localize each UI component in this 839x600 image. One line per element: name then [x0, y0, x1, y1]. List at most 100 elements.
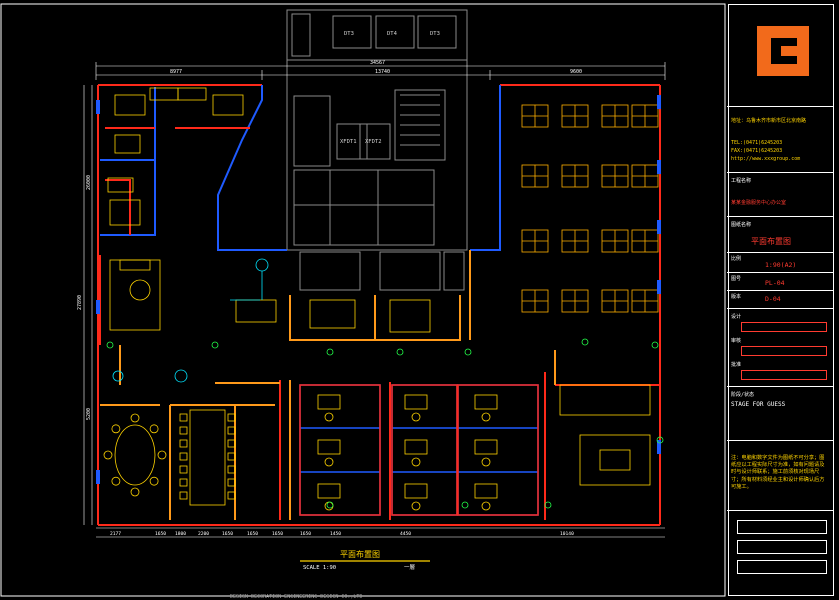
office-desk — [474, 439, 498, 455]
scale-value: 1:90(A2) — [765, 261, 797, 269]
office-desk — [317, 483, 341, 499]
plant-marker — [326, 501, 334, 509]
bottom-dim-label: 2200 — [198, 531, 209, 537]
office-chair — [481, 412, 491, 422]
office-chair — [481, 457, 491, 467]
dim-left-part-1: 26000 — [86, 175, 92, 190]
meeting-chair — [179, 413, 188, 422]
meeting-chair — [227, 465, 236, 474]
round-table-chair — [157, 450, 167, 460]
building-core — [286, 9, 468, 291]
orange-partitions — [100, 250, 556, 520]
scale-label: 比例 — [731, 256, 742, 262]
bottom-dim-label: 1450 — [330, 531, 341, 537]
designer-field — [741, 322, 827, 332]
office-chair — [324, 412, 334, 422]
plant-marker — [651, 341, 659, 349]
drawing-note: 注：电脑和数字文件为图纸不可分享；图纸应以工程实际尺寸为准，如有问题请及时与设计… — [731, 455, 825, 490]
checker-field — [741, 346, 827, 356]
floor-plan-drawing: DT3 DT4 DT3 XFDT1 XFDT2 34567 8977 13740… — [0, 3, 726, 600]
office-chair — [411, 457, 421, 467]
stair-dt3-label: DT3 — [344, 31, 354, 37]
office-desk — [317, 439, 341, 455]
plant-marker — [396, 348, 404, 356]
office-desk — [404, 483, 428, 499]
stair-xfdt1-label: XFDT1 — [340, 139, 357, 145]
bottom-dim-label: 1650 — [272, 531, 283, 537]
plant-marker — [106, 341, 114, 349]
office-chair — [411, 412, 421, 422]
office-chair — [324, 501, 334, 511]
meeting-chair — [179, 465, 188, 474]
office-partitions — [299, 384, 539, 516]
plant-marker — [544, 501, 552, 509]
stamp-field-3 — [737, 560, 827, 574]
drawing-name-label: 图纸名称 — [731, 222, 752, 228]
meeting-chair — [179, 478, 188, 487]
exterior-walls — [97, 84, 661, 526]
plant-marker — [581, 338, 589, 346]
dimension-lines — [83, 62, 666, 538]
bottom-dim-label: 10140 — [560, 531, 574, 537]
bottom-dim-label: 1800 — [175, 531, 186, 537]
drawing-title-block: 平面布置图 SCALE 1:90 一層 DESIGN DECORATION EN… — [230, 549, 430, 600]
meeting-chair — [227, 426, 236, 435]
project-name: 某某金融服务中心办公室 — [731, 200, 787, 206]
company-logo-icon — [757, 26, 809, 76]
sheet-label: 图号 — [731, 276, 742, 282]
bottom-dim-label: 1650 — [155, 531, 166, 537]
office-desk — [404, 439, 428, 455]
meeting-chair — [179, 491, 188, 500]
window-columns — [96, 95, 661, 484]
company-fax: FAX:(0471)6245203 — [731, 148, 783, 154]
meeting-chair — [227, 452, 236, 461]
rev-label: 版本 — [731, 294, 742, 300]
round-table-chair — [103, 450, 113, 460]
stage-label: 阶段/状态 — [731, 392, 755, 398]
rev-value: D-04 — [765, 295, 781, 303]
meeting-chair — [179, 452, 188, 461]
bottom-dim-label: 2177 — [110, 531, 121, 537]
round-table-chair — [130, 413, 140, 423]
checker-label: 审核 — [731, 338, 742, 344]
plant-markers — [106, 338, 664, 509]
sheet-border — [0, 3, 726, 597]
project-label: 工程名称 — [731, 178, 752, 184]
bottom-dim-label: 1650 — [222, 531, 233, 537]
stamp-field-1 — [737, 520, 827, 534]
round-table-chair — [111, 476, 121, 486]
bottom-dim-label: 4450 — [400, 531, 411, 537]
meeting-chair — [179, 426, 188, 435]
plant-marker — [656, 436, 664, 444]
office-desk — [317, 394, 341, 410]
round-table-chair — [149, 424, 159, 434]
office-chair — [481, 501, 491, 511]
dim-top-total: 34567 — [370, 60, 385, 66]
approver-label: 批准 — [731, 362, 742, 368]
company-web: http://www.xxxgroup.com — [731, 156, 801, 162]
meeting-chair — [227, 439, 236, 448]
title-block-frame — [728, 4, 834, 596]
bottom-dim-label: 1650 — [247, 531, 258, 537]
dim-top-left: 8977 — [170, 69, 182, 75]
office-desk — [474, 483, 498, 499]
drawing-sheet: 一層 — [404, 564, 415, 571]
round-table-chair — [111, 424, 121, 434]
office-chair — [324, 457, 334, 467]
red-partitions — [299, 384, 539, 516]
plant-marker — [461, 501, 469, 509]
furniture — [107, 87, 651, 506]
drawing-footer: DESIGN DECORATION ENGINEERING DESIGN CO.… — [230, 594, 362, 600]
dimension-labels: 34567 8977 13740 9600 27890 26000 5200 — [77, 60, 582, 420]
stair-labels: DT3 DT4 DT3 XFDT1 XFDT2 — [340, 31, 440, 145]
sheet-value: PL-04 — [765, 279, 785, 287]
drawing-scale: SCALE 1:90 — [303, 565, 336, 571]
stair-dt4-label: DT4 — [387, 31, 398, 37]
approver-field — [741, 370, 827, 380]
plant-marker — [464, 348, 472, 356]
dim-left-total: 27890 — [77, 295, 83, 310]
meeting-chair — [227, 413, 236, 422]
round-table-chair — [130, 487, 140, 497]
stage-value: STAGE FOR GUESS — [731, 401, 786, 408]
